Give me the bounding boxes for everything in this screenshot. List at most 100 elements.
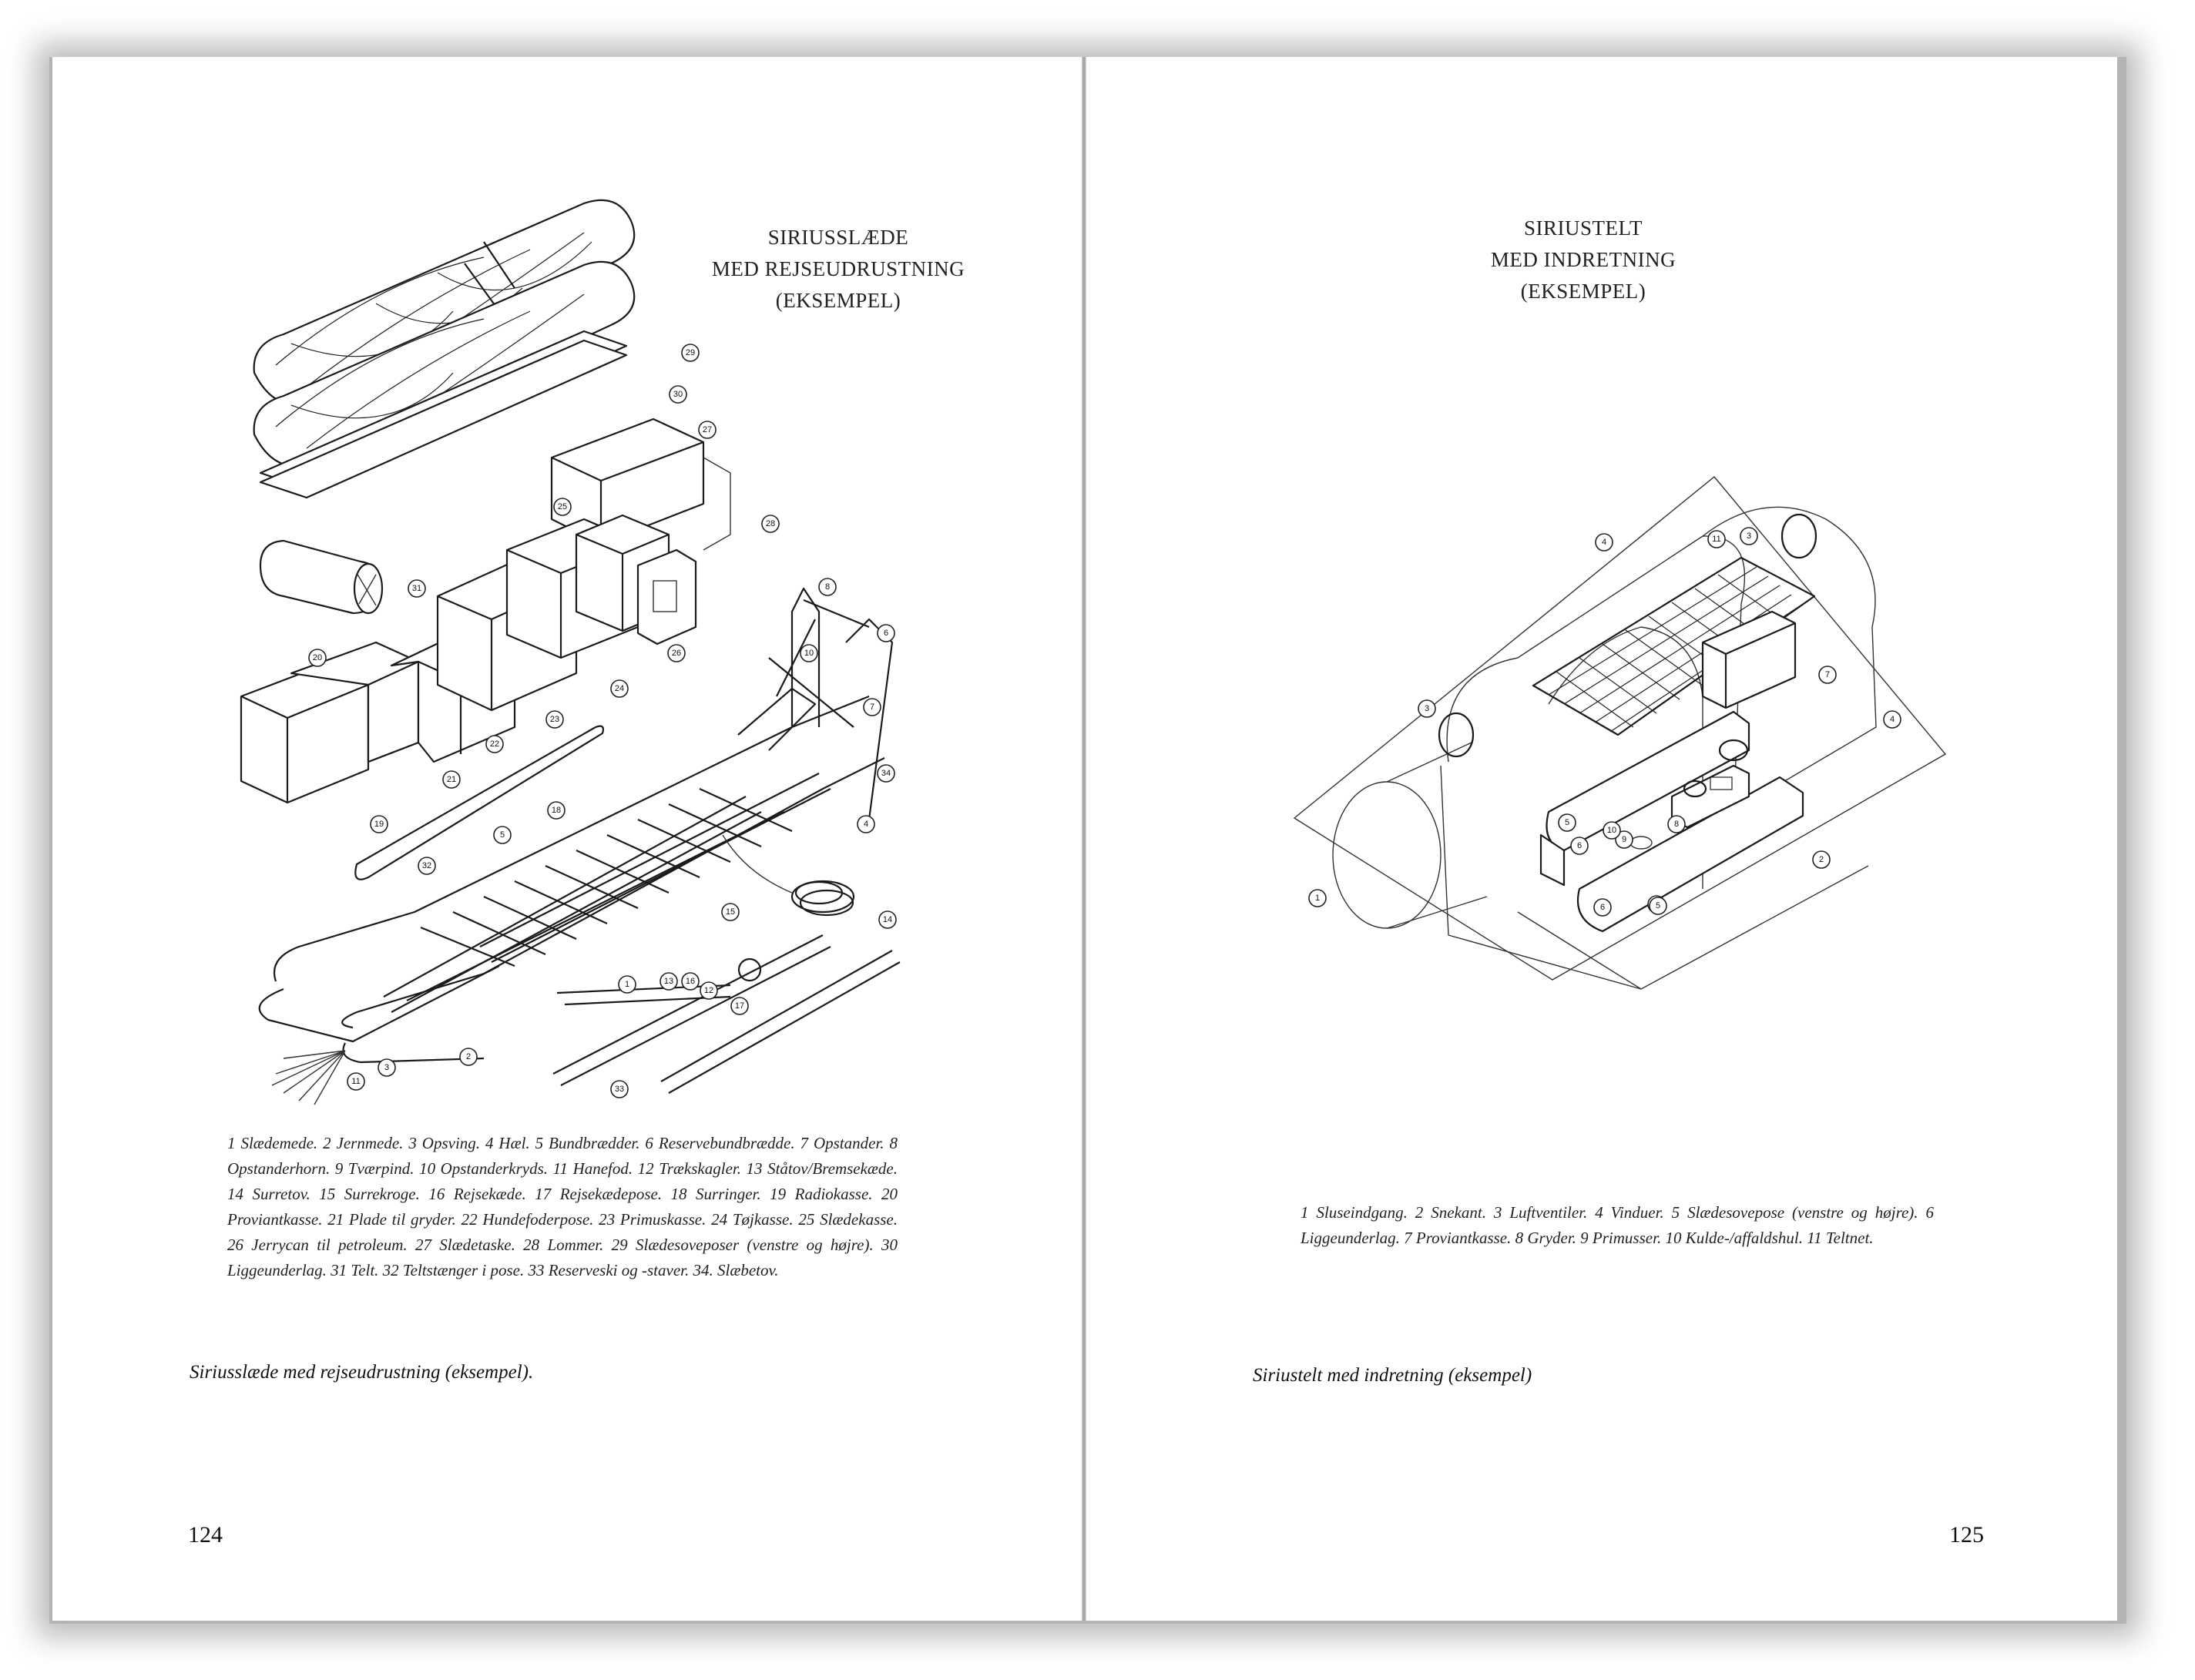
callout-30: 30: [669, 385, 687, 404]
svg-text:18: 18: [552, 806, 561, 815]
svg-text:10: 10: [804, 649, 814, 658]
title-line: (EKSEMPEL): [1520, 280, 1646, 303]
callout-14: 14: [878, 910, 897, 929]
callout-6: 6: [877, 624, 895, 642]
title-line: MED REJSEUDRUSTNING: [711, 257, 965, 280]
callout-27: 27: [698, 421, 717, 439]
callout-1: 1: [1308, 889, 1327, 907]
reserve-skis: [552, 934, 901, 1094]
callout-4-side: 4: [1883, 710, 1901, 729]
svg-text:23: 23: [550, 715, 559, 724]
tent-roll: [259, 539, 384, 615]
svg-text:5: 5: [1565, 818, 1569, 827]
sled-illustration-title: SIRIUSSLÆDE MED REJSEUDRUSTNING (EKSEMPE…: [638, 222, 1039, 317]
svg-text:10: 10: [1607, 826, 1616, 835]
svg-text:14: 14: [883, 915, 892, 924]
page-number-right: 125: [1949, 1522, 1984, 1548]
sled-bag: [550, 417, 731, 551]
callout-3-top: 3: [1740, 527, 1758, 545]
svg-text:24: 24: [615, 684, 624, 693]
svg-text:9: 9: [1622, 835, 1626, 844]
svg-text:7: 7: [1825, 670, 1830, 679]
title-line: SIRIUSSLÆDE: [767, 226, 909, 249]
callout-25: 25: [553, 498, 572, 516]
callout-17: 17: [730, 997, 749, 1015]
svg-text:2: 2: [466, 1052, 471, 1061]
svg-text:1: 1: [625, 980, 629, 989]
right-page: SIRIUSTELT MED INDRETNING (EKSEMPEL): [1086, 57, 2117, 1621]
pots-and-primus: [1629, 739, 1750, 850]
callout-26: 26: [667, 644, 686, 662]
svg-text:12: 12: [704, 986, 713, 995]
callout-4-top: 4: [1595, 533, 1613, 552]
svg-text:26: 26: [672, 649, 681, 658]
callout-5-left: 5: [1558, 813, 1576, 832]
callout-2: 2: [1812, 850, 1831, 869]
callout-7: 7: [1818, 666, 1837, 684]
svg-text:15: 15: [726, 907, 735, 917]
svg-text:20: 20: [313, 653, 322, 662]
svg-text:21: 21: [447, 775, 456, 784]
title-line: (EKSEMPEL): [775, 289, 901, 312]
svg-text:4: 4: [1602, 538, 1606, 547]
svg-text:8: 8: [825, 582, 830, 592]
sled-boxes: [240, 514, 697, 804]
callout-22: 22: [485, 735, 504, 753]
svg-text:17: 17: [735, 1001, 744, 1011]
callout-33: 33: [610, 1080, 629, 1098]
callout-5-bottom: 5: [1649, 897, 1667, 915]
tent-illustration-title: SIRIUSTELT MED INDRETNING (EKSEMPEL): [1402, 213, 1764, 307]
svg-text:6: 6: [1577, 841, 1582, 850]
left-page: SIRIUSSLÆDE MED REJSEUDRUSTNING (EKSEMPE…: [52, 57, 1082, 1621]
callout-7: 7: [863, 698, 881, 716]
callout-8: 8: [1667, 815, 1686, 833]
sleeping-bags: [253, 199, 636, 499]
callout-34: 34: [877, 764, 895, 783]
callout-11: 11: [1707, 530, 1726, 548]
callout-31: 31: [408, 579, 426, 598]
callout-3: 3: [378, 1058, 396, 1077]
callout-12: 12: [700, 981, 718, 1000]
book-gutter: [1082, 57, 1086, 1621]
callout-1: 1: [618, 975, 636, 994]
svg-text:3: 3: [384, 1063, 389, 1072]
sled-figure-caption: Siriusslæde med rejseudrustning (eksempe…: [190, 1362, 534, 1383]
tent-illustration: 4 11 3 7 4 3 5 6 8 9 10 5 2 6 5 1: [1293, 476, 1947, 990]
callout-3-left: 3: [1418, 699, 1436, 718]
callout-28: 28: [761, 515, 780, 533]
title-line: SIRIUSTELT: [1523, 216, 1643, 240]
svg-text:30: 30: [673, 390, 683, 399]
svg-text:7: 7: [870, 703, 874, 712]
svg-text:27: 27: [703, 425, 712, 434]
callout-2: 2: [459, 1048, 478, 1066]
callout-24: 24: [610, 679, 629, 698]
vent-right: [1781, 513, 1817, 559]
sled-frame: [258, 587, 894, 1105]
tent-shell: [1440, 506, 1877, 990]
callout-6-bottom: 6: [1593, 898, 1612, 917]
callout-13: 13: [660, 972, 678, 991]
svg-text:3: 3: [1747, 531, 1751, 541]
callout-21: 21: [442, 770, 461, 789]
svg-text:25: 25: [558, 502, 567, 511]
sled-legend: 1 Slædemede. 2 Jernmede. 3 Opsving. 4 Hæ…: [227, 1134, 898, 1279]
svg-text:16: 16: [686, 977, 695, 986]
callout-20: 20: [308, 649, 327, 667]
svg-text:11: 11: [351, 1077, 360, 1086]
svg-text:5: 5: [1656, 901, 1660, 910]
callout-15: 15: [721, 903, 740, 921]
svg-text:11: 11: [1712, 535, 1720, 544]
svg-text:33: 33: [615, 1085, 624, 1094]
callout-4: 4: [857, 815, 875, 833]
tent-callouts: 4 11 3 7 4 3 5 6 8 9 10 5 2 6 5 1: [1308, 527, 1901, 917]
ground-plane: [1293, 476, 1947, 981]
tent-poles-bag: [354, 725, 605, 880]
svg-text:4: 4: [864, 820, 868, 829]
svg-text:22: 22: [490, 739, 499, 749]
svg-text:32: 32: [422, 861, 431, 870]
callout-6-left: 6: [1570, 837, 1589, 855]
tent-sleeping-bags: [1539, 710, 1804, 933]
sled-callouts: 29 30 27 28 25 31 8 6 10 7 20 26 24 23 2…: [308, 344, 897, 1098]
svg-text:28: 28: [766, 519, 775, 528]
svg-text:19: 19: [374, 820, 384, 829]
